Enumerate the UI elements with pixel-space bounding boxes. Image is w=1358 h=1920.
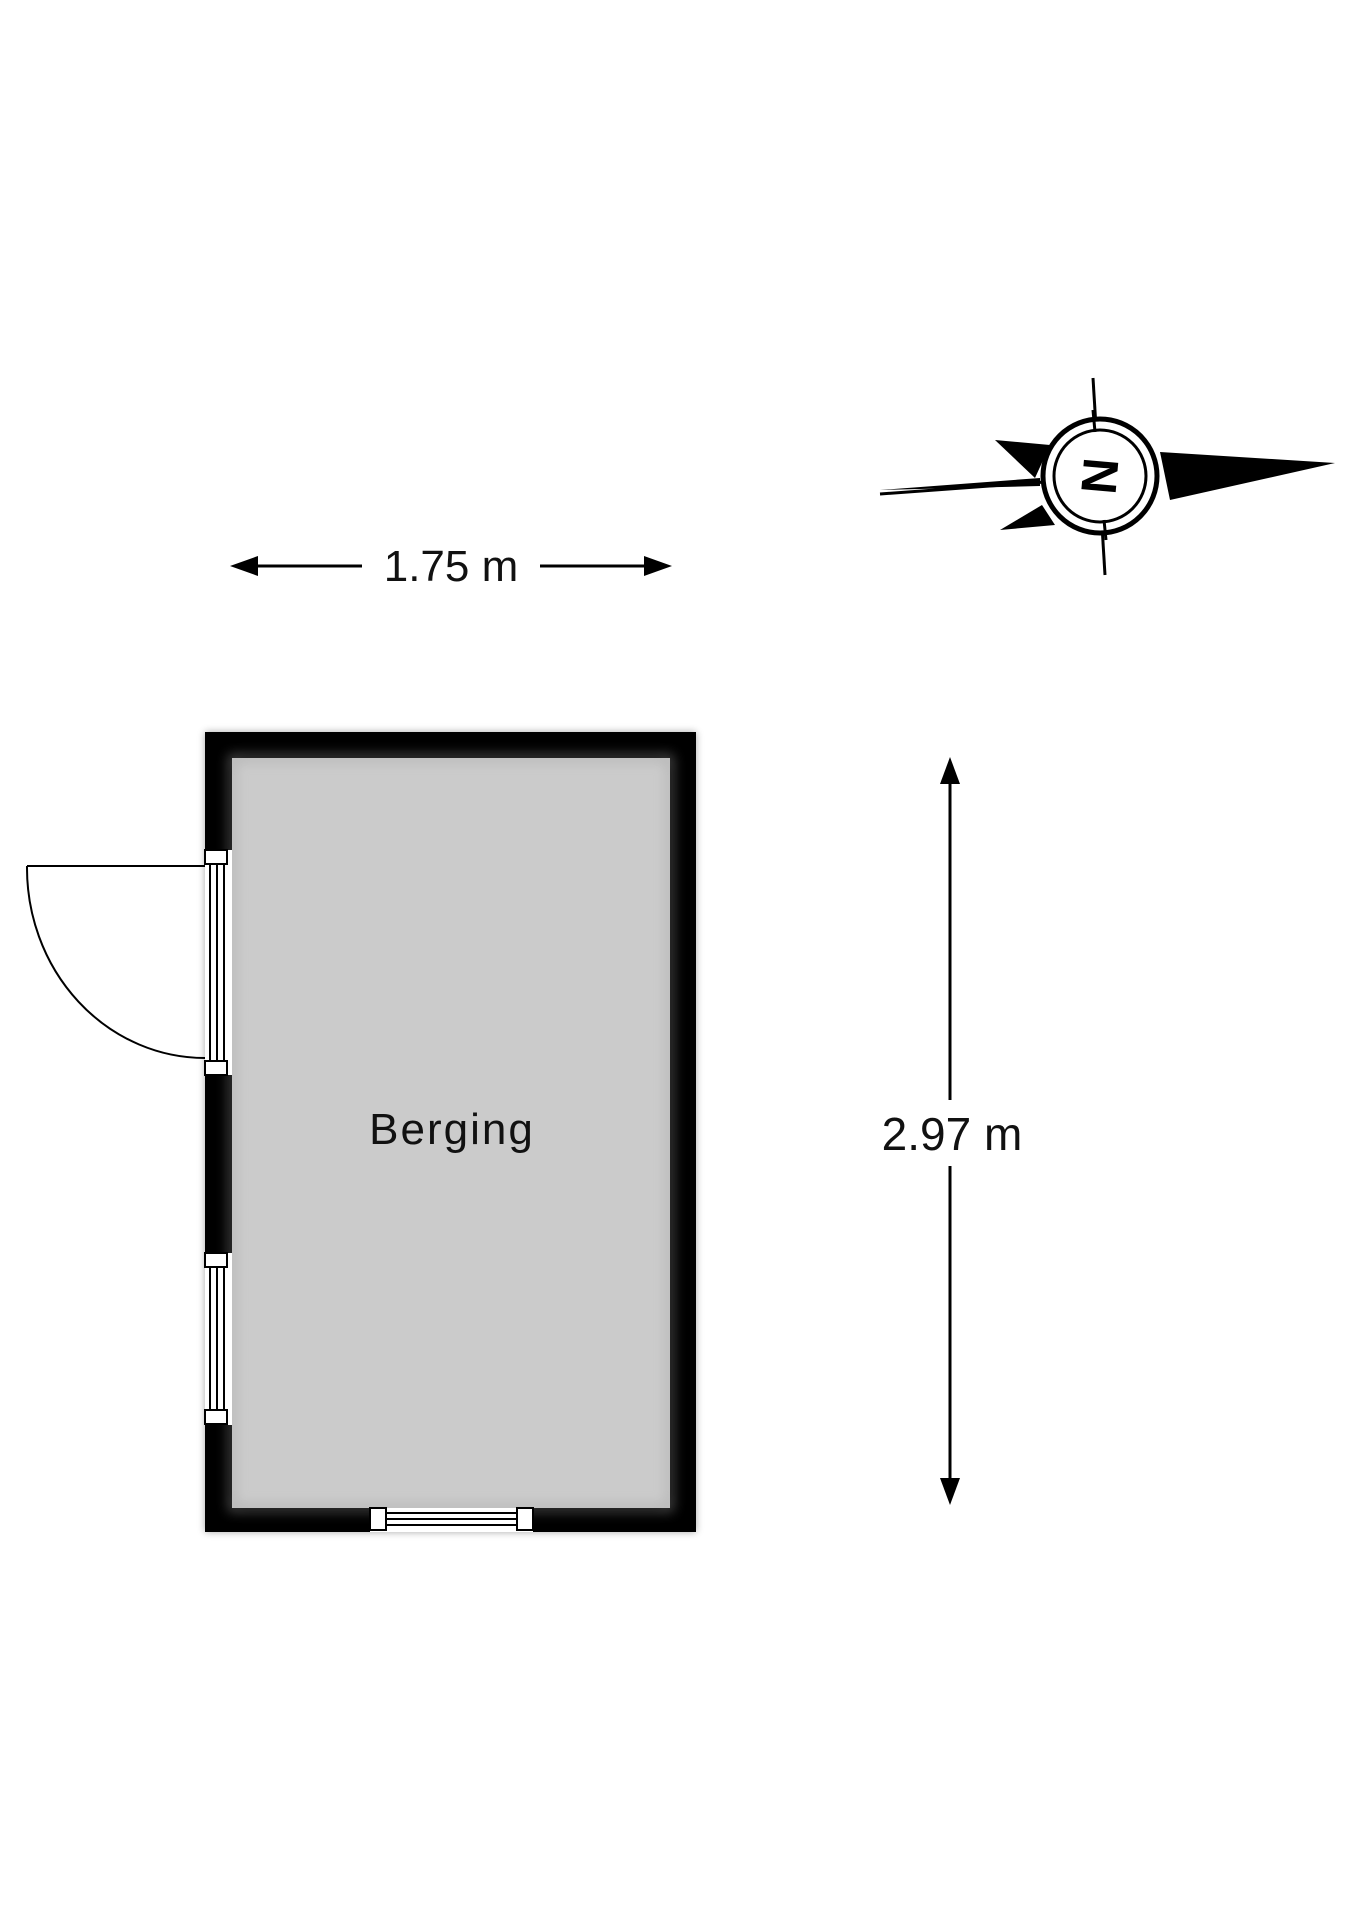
door-frame-bottom <box>204 1060 228 1076</box>
compass-axis-top <box>1091 409 1097 433</box>
door-left <box>25 849 232 1076</box>
window-left <box>204 1252 232 1425</box>
width-dimension: 1.75 m <box>230 542 672 591</box>
window-bottom-frame-left <box>369 1507 387 1531</box>
room-floor <box>232 758 670 1508</box>
window-bottom <box>369 1507 534 1532</box>
window-bottom-frame-right <box>516 1507 534 1531</box>
compass-axis-bottom <box>1102 519 1108 541</box>
width-arrow-right <box>644 556 672 576</box>
height-arrow-bottom <box>940 1478 960 1505</box>
compass-letter: N <box>1071 456 1130 497</box>
height-label: 2.97 m <box>882 1108 1023 1160</box>
window-left-frame-top <box>204 1252 228 1268</box>
compass-top-left-point <box>995 440 1050 478</box>
door-swing-arc <box>25 865 206 1059</box>
compass-west-spike <box>880 478 1040 490</box>
window-left-frame-bottom <box>204 1409 228 1425</box>
height-dimension: 2.97 m <box>882 757 1023 1505</box>
door-frame-top <box>204 849 228 865</box>
room-berging <box>205 732 696 1532</box>
compass-inner-ring <box>1052 428 1148 524</box>
compass-bottom-left-point <box>1000 505 1055 530</box>
width-label: 1.75 m <box>384 542 519 591</box>
width-arrow-left <box>230 556 258 576</box>
compass-east-spike <box>1160 452 1335 500</box>
height-arrow-top <box>940 757 960 784</box>
compass-west-line <box>879 480 1046 496</box>
compass-north-icon: N <box>879 377 1335 576</box>
room-label-berging: Berging <box>369 1105 535 1154</box>
